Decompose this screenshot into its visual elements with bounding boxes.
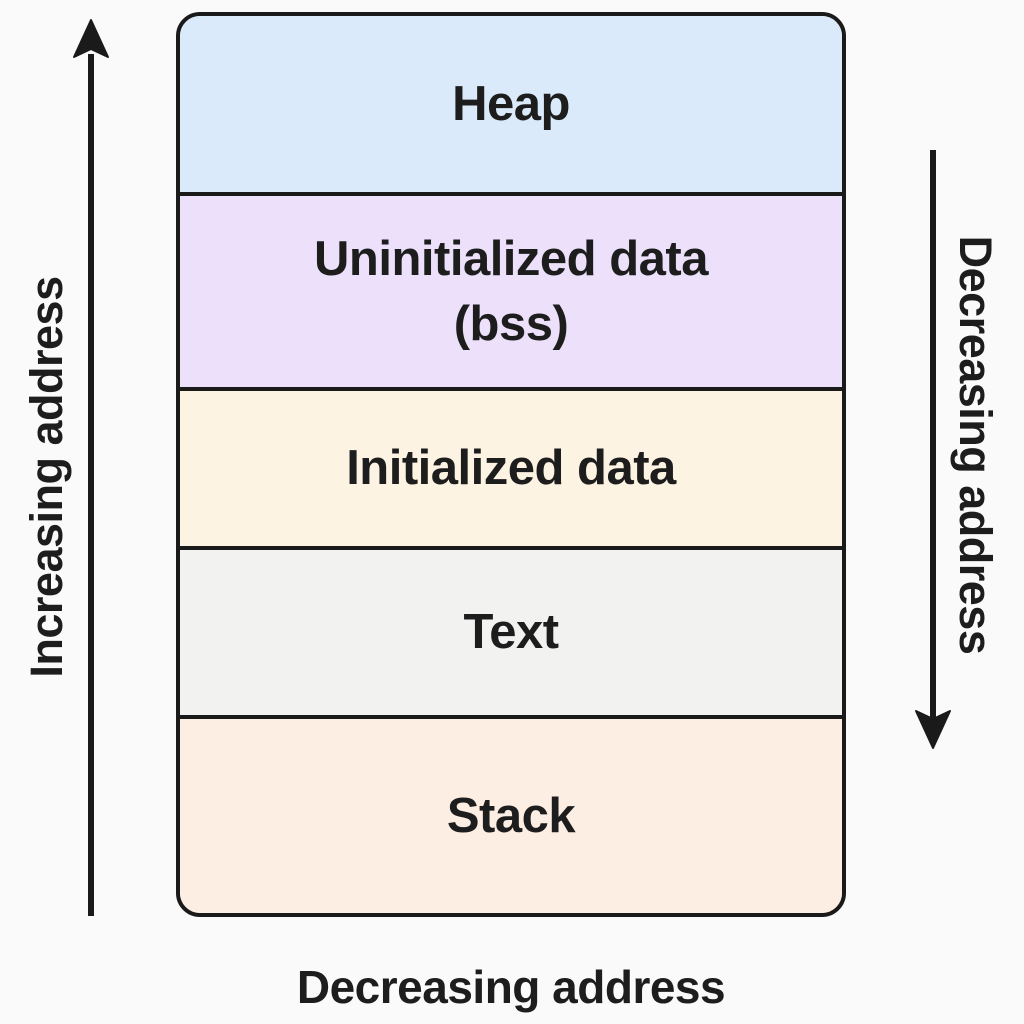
- memory-section-initialized-data: Initialized data: [180, 391, 842, 550]
- memory-section-stack: Stack: [180, 719, 842, 913]
- decreasing-address-label: Decreasing address: [950, 235, 1001, 655]
- stack-label: Stack: [446, 788, 576, 843]
- memory-section-uninitialized-data: Uninitialized data (bss): [180, 196, 842, 391]
- memory-section-text: Text: [180, 550, 842, 719]
- memory-section-heap: Heap: [180, 16, 842, 196]
- memory-map-box: Heap Uninitialized data (bss) Initialize…: [176, 12, 846, 917]
- heap-label: Heap: [452, 76, 570, 131]
- bottom-decreasing-address-label: Decreasing address: [296, 961, 726, 1013]
- decreasing-address-arrow-icon: [915, 150, 951, 749]
- uninitialized-data-label-line1: Uninitialized data: [314, 231, 708, 286]
- initialized-data-label: Initialized data: [346, 441, 676, 496]
- increasing-address-label: Increasing address: [21, 276, 72, 678]
- uninitialized-data-label-line2: (bss): [453, 296, 569, 351]
- text-segment-label: Text: [463, 605, 559, 660]
- increasing-address-arrow-icon: [73, 19, 109, 916]
